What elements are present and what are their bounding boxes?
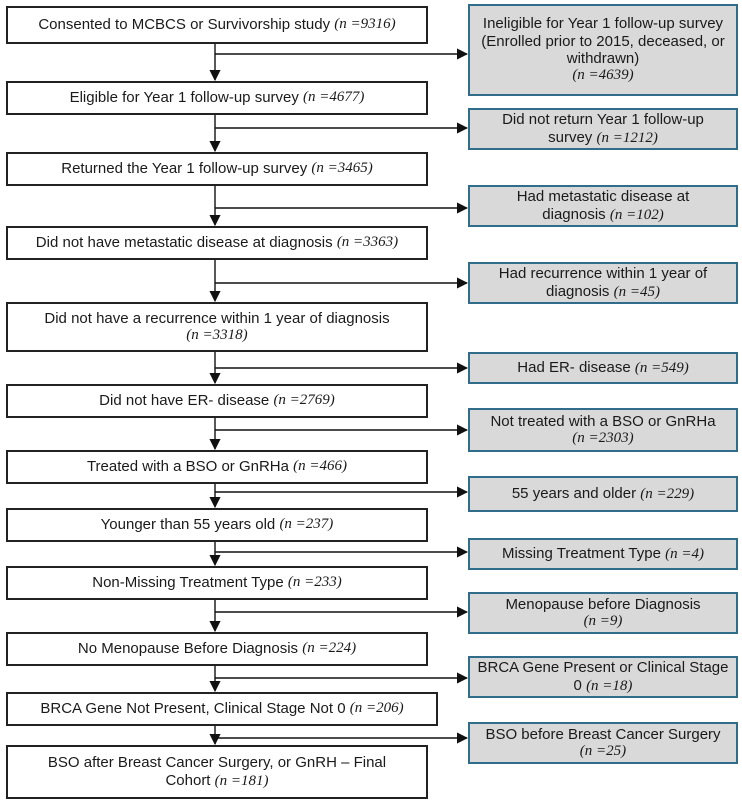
exclusion-label: Ineligible for Year 1 follow-up survey (…	[481, 15, 725, 67]
exclusion-count: (n =2303)	[572, 430, 634, 446]
exclusion-count: (n =549)	[634, 359, 689, 376]
step-label: Did not have metastatic disease at diagn…	[35, 234, 333, 252]
exclusion-label: Had ER- disease	[517, 358, 631, 376]
exclusion-count: (n =4)	[665, 545, 704, 562]
exclusion-box-8: Missing Treatment Type (n =4)	[468, 538, 738, 570]
exclusion-label: BSO before Breast Cancer Surgery	[485, 725, 721, 743]
exclusion-count: (n =4639)	[572, 67, 634, 84]
step-count: (n =9316)	[334, 16, 396, 33]
exclusion-count: (n =1212)	[596, 129, 658, 146]
exclusion-count: (n =25)	[579, 743, 627, 759]
step-label: Returned the Year 1 follow-up survey	[61, 160, 308, 178]
step-count: (n =233)	[287, 574, 342, 591]
main-step-1: Consented to MCBCS or Survivorship study…	[6, 6, 428, 44]
exclusion-box-6: Not treated with a BSO or GnRHa (n =2303…	[468, 408, 738, 452]
main-step-9: Non-Missing Treatment Type (n =233)	[6, 566, 428, 600]
exclusion-count: (n =45)	[613, 283, 660, 300]
step-count: (n =237)	[279, 516, 334, 533]
main-step-6: Did not have ER- disease (n =2769)	[6, 384, 428, 418]
step-label: Non-Missing Treatment Type	[92, 574, 284, 592]
exclusion-label: Had recurrence within 1 year of diagnosi…	[498, 265, 708, 300]
exclusion-label: 55 years and older	[511, 484, 637, 502]
exclusion-box-11: BSO before Breast Cancer Surgery (n =25)	[468, 722, 738, 764]
exclusion-label: Missing Treatment Type	[501, 544, 661, 562]
step-label: Eligible for Year 1 follow-up survey	[69, 89, 299, 107]
main-step-8: Younger than 55 years old (n =237)	[6, 508, 428, 542]
step-count: (n =3363)	[336, 234, 399, 251]
step-label: Did not have ER- disease	[99, 392, 270, 410]
step-count: (n =3318)	[186, 327, 248, 343]
main-step-5: Did not have a recurrence within 1 year …	[6, 302, 428, 352]
main-step-11: BRCA Gene Not Present, Clinical Stage No…	[6, 692, 438, 726]
step-count: (n =206)	[349, 700, 404, 717]
exclusion-label: Did not return Year 1 follow-up survey	[502, 111, 704, 146]
exclusion-box-9: Menopause before Diagnosis (n =9)	[468, 592, 738, 634]
step-count: (n =181)	[214, 772, 269, 789]
main-step-10: No Menopause Before Diagnosis (n =224)	[6, 632, 428, 666]
step-count: (n =224)	[302, 640, 357, 657]
exclusion-count: (n =229)	[640, 485, 695, 502]
exclusion-box-7: 55 years and older (n =229)	[468, 476, 738, 512]
exclusion-label: Had metastatic disease at diagnosis	[516, 188, 690, 223]
exclusion-box-2: Did not return Year 1 follow-up survey (…	[468, 108, 738, 150]
main-step-12: BSO after Breast Cancer Surgery, or GnRH…	[6, 745, 428, 799]
exclusion-label: BRCA Gene Present or Clinical Stage 0	[477, 659, 729, 694]
main-step-3: Returned the Year 1 follow-up survey (n …	[6, 152, 428, 186]
exclusion-count: (n =102)	[609, 206, 664, 223]
exclusion-count: (n =18)	[586, 677, 633, 694]
exclusion-label: Not treated with a BSO or GnRHa	[490, 412, 716, 430]
step-label: Consented to MCBCS or Survivorship study	[38, 16, 331, 34]
step-count: (n =3465)	[311, 160, 373, 177]
step-count: (n =4677)	[303, 89, 365, 106]
exclusion-box-1: Ineligible for Year 1 follow-up survey (…	[468, 4, 738, 96]
step-count: (n =2769)	[273, 392, 335, 409]
step-label: Younger than 55 years old	[100, 516, 276, 534]
main-step-2: Eligible for Year 1 follow-up survey (n …	[6, 81, 428, 115]
main-step-7: Treated with a BSO or GnRHa (n =466)	[6, 450, 428, 484]
step-count: (n =466)	[293, 458, 348, 475]
exclusion-box-10: BRCA Gene Present or Clinical Stage 0 (n…	[468, 656, 738, 698]
main-step-4: Did not have metastatic disease at diagn…	[6, 226, 428, 260]
exclusion-count: (n =9)	[583, 613, 623, 629]
step-label: BSO after Breast Cancer Surgery, or GnRH…	[47, 754, 387, 789]
step-label: BRCA Gene Not Present, Clinical Stage No…	[40, 700, 346, 718]
step-label: Did not have a recurrence within 1 year …	[44, 309, 390, 327]
step-label: Treated with a BSO or GnRHa	[86, 458, 289, 476]
step-label: No Menopause Before Diagnosis	[77, 640, 299, 658]
exclusion-box-5: Had ER- disease (n =549)	[468, 352, 738, 384]
exclusion-label: Menopause before Diagnosis	[505, 595, 701, 613]
exclusion-box-4: Had recurrence within 1 year of diagnosi…	[468, 262, 738, 304]
exclusion-box-3: Had metastatic disease at diagnosis (n =…	[468, 185, 738, 227]
